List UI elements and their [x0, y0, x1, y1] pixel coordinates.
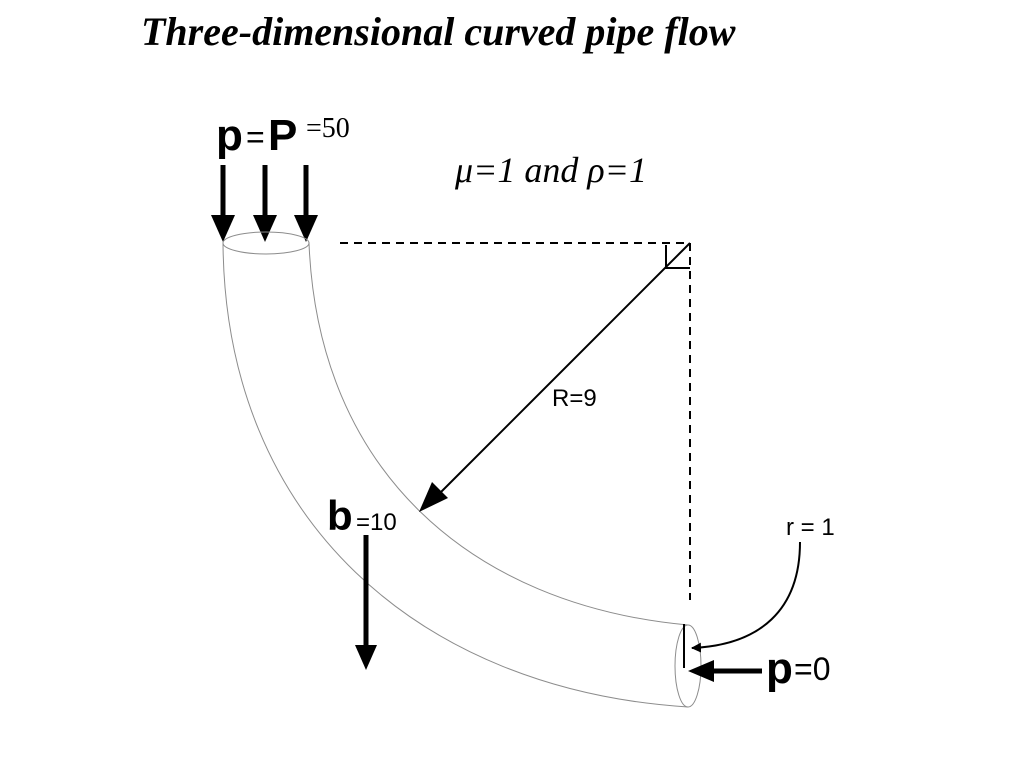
- outlet-pressure-arrow: [688, 660, 762, 682]
- pipe-radius-label: r = 1: [786, 514, 835, 541]
- center-construction-lines: [340, 242, 691, 600]
- body-force-symbol: b: [327, 492, 353, 539]
- material-properties-label: μ=1 and ρ=1: [454, 150, 647, 190]
- inlet-pressure-arrows: [211, 165, 318, 242]
- outlet-pressure-symbol: p: [766, 644, 793, 693]
- outlet-pressure-value: =0: [794, 651, 830, 687]
- bend-radius-arrow: [419, 242, 691, 512]
- body-force-arrow: [355, 535, 377, 670]
- mu-value-text: =1 and: [473, 150, 587, 190]
- rho-symbol: ρ: [586, 150, 604, 190]
- inlet-pressure-P-symbol: P: [268, 111, 297, 160]
- bend-radius-label: R=9: [552, 385, 597, 412]
- inlet-pressure-symbol: p: [216, 111, 243, 160]
- pipe-radius-indicator: [683, 541, 801, 668]
- inlet-pressure-value: =50: [306, 113, 350, 144]
- mu-symbol: μ: [454, 150, 473, 190]
- inlet-equals-sign: =: [246, 119, 265, 155]
- body-force-value: =10: [356, 509, 397, 536]
- diagram-title: Three-dimensional curved pipe flow: [141, 9, 736, 54]
- curved-pipe: [222, 231, 702, 708]
- pipe-inner-wall: [308, 242, 689, 626]
- rho-value-text: =1: [605, 150, 647, 190]
- pipe-outer-wall: [222, 242, 689, 708]
- pipe-outlet-face: [674, 624, 702, 708]
